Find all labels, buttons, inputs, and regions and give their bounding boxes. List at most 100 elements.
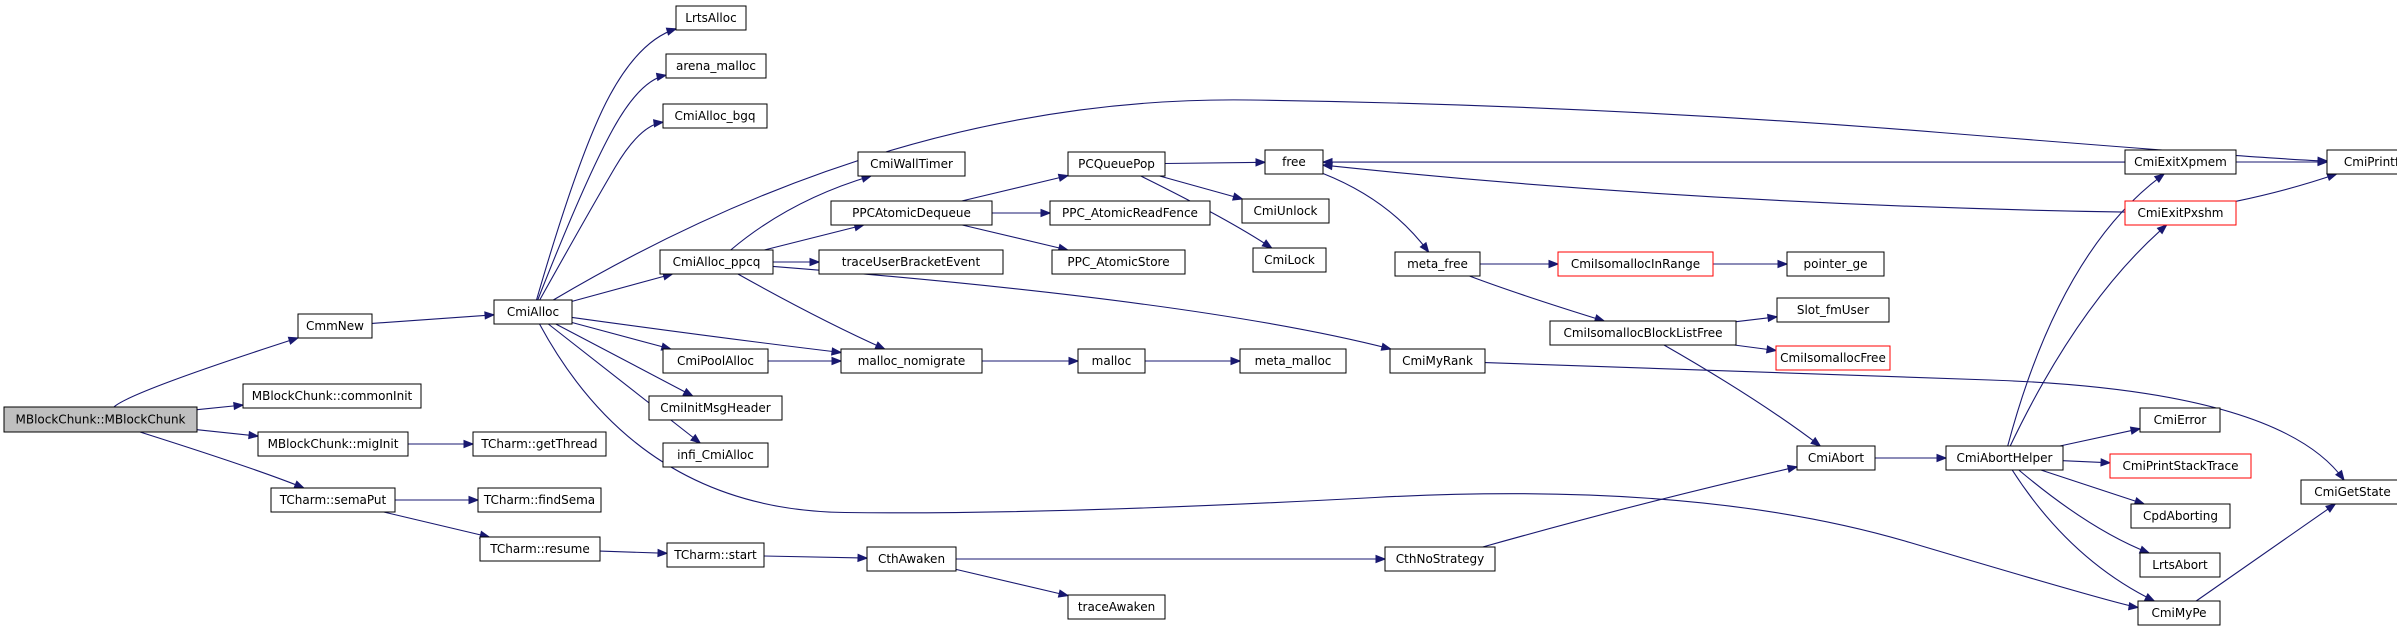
node-label: CmiPoolAlloc bbox=[677, 354, 754, 368]
node-label: TCharm::findSema bbox=[483, 493, 595, 507]
node-cmigetstate[interactable]: CmiGetState bbox=[2300, 479, 2397, 505]
node-cmilock[interactable]: CmiLock bbox=[1252, 247, 1327, 273]
node-box bbox=[1239, 348, 1347, 374]
node-arenamalloc[interactable]: arena_malloc bbox=[665, 53, 767, 79]
edge-cmiabort-to-cmiaborthelper bbox=[1875, 453, 1948, 463]
node-cthnostrategy[interactable]: CthNoStrategy bbox=[1384, 546, 1496, 572]
node-cmiabort[interactable]: CmiAbort bbox=[1796, 445, 1876, 471]
node-mallocnomigrate[interactable]: malloc_nomigrate bbox=[840, 348, 983, 374]
node-cmiallocppcq[interactable]: CmiAlloc_ppcq bbox=[659, 249, 774, 275]
edge-cmiexitpxshm-to-cmiprintf bbox=[2235, 173, 2338, 202]
node-box bbox=[257, 431, 409, 457]
node-free[interactable]: free bbox=[1264, 149, 1324, 175]
edge-line bbox=[2007, 173, 2165, 447]
node-slotfmuser[interactable]: Slot_fmUser bbox=[1776, 297, 1890, 323]
node-traceuserbracket[interactable]: traceUserBracketEvent bbox=[818, 249, 1004, 275]
edge-arrowhead bbox=[1321, 161, 1333, 171]
node-cmiunlock[interactable]: CmiUnlock bbox=[1241, 198, 1330, 224]
node-resume[interactable]: TCharm::resume bbox=[479, 536, 601, 562]
edge-line bbox=[555, 323, 693, 397]
node-getthread[interactable]: TCharm::getThread bbox=[472, 431, 607, 457]
node-label: PPC_AtomicStore bbox=[1067, 255, 1169, 269]
node-cpdaborting[interactable]: CpdAborting bbox=[2130, 503, 2231, 529]
node-metafree[interactable]: meta_free bbox=[1394, 251, 1481, 277]
node-cmiisomallocblocklistfree[interactable]: CmiIsomallocBlockListFree bbox=[1549, 320, 1737, 346]
node-cmiisomallocinrange[interactable]: CmiIsomallocInRange bbox=[1557, 251, 1714, 277]
node-cmiprintf[interactable]: CmiPrintf bbox=[2326, 149, 2397, 175]
edge-line bbox=[1482, 466, 1798, 548]
node-pcqueuepop[interactable]: PCQueuePop bbox=[1067, 151, 1166, 177]
edge-line bbox=[764, 224, 864, 251]
node-cmimype[interactable]: CmiMyPe bbox=[2137, 600, 2221, 626]
edge-arrowhead bbox=[665, 27, 678, 36]
edge-line bbox=[962, 224, 1068, 251]
node-inficmialloc[interactable]: infi_CmiAlloc bbox=[662, 442, 769, 468]
node-malloc[interactable]: malloc bbox=[1077, 348, 1146, 374]
node-cmiaborthelper[interactable]: CmiAbortHelper bbox=[1945, 445, 2064, 471]
node-label: CthNoStrategy bbox=[1396, 552, 1484, 566]
node-label: CmiIsomallocInRange bbox=[1571, 257, 1700, 271]
node-traceawaken[interactable]: traceAwaken bbox=[1067, 594, 1166, 620]
node-cmimyrank[interactable]: CmiMyRank bbox=[1389, 348, 1486, 374]
node-ppcatomicstore[interactable]: PPC_AtomicStore bbox=[1051, 249, 1186, 275]
edge-cmialloc-to-cmipoolalloc bbox=[571, 321, 673, 351]
edge-line bbox=[113, 337, 299, 408]
node-ppcatomicdequeue[interactable]: PPCAtomicDequeue bbox=[830, 200, 993, 226]
node-cmialloc[interactable]: CmiAlloc bbox=[493, 299, 573, 325]
node-label: CmiUnlock bbox=[1253, 204, 1317, 218]
node-cmipoolalloc[interactable]: CmiPoolAlloc bbox=[662, 348, 769, 374]
node-metamalloc[interactable]: meta_malloc bbox=[1239, 348, 1347, 374]
node-cmiprintstacktrace[interactable]: CmiPrintStackTrace bbox=[2109, 453, 2252, 479]
node-label: meta_free bbox=[1407, 257, 1468, 271]
edge-cmiaborthelper-to-cmiexitxpmem bbox=[2007, 173, 2166, 447]
node-tcharmstart[interactable]: TCharm::start bbox=[666, 542, 765, 568]
node-box bbox=[665, 53, 767, 79]
node-miginit[interactable]: MBlockChunk::migInit bbox=[257, 431, 409, 457]
node-semaput[interactable]: TCharm::semaPut bbox=[270, 487, 396, 513]
node-box bbox=[472, 431, 607, 457]
node-cmierror[interactable]: CmiError bbox=[2139, 407, 2221, 433]
node-box bbox=[1051, 249, 1186, 275]
node-commoninit[interactable]: MBlockChunk::commonInit bbox=[242, 383, 422, 409]
edge-arrowhead bbox=[857, 553, 869, 563]
edge-line bbox=[196, 429, 259, 437]
node-lrtsalloc[interactable]: LrtsAlloc bbox=[675, 5, 747, 31]
node-cmmnew[interactable]: CmmNew bbox=[297, 313, 373, 339]
edge-line bbox=[955, 568, 1069, 597]
node-cmiexitpxshm[interactable]: CmiExitPxshm bbox=[2124, 200, 2237, 226]
edge-arrowhead bbox=[1419, 241, 1430, 254]
node-cmiinitmsgheader[interactable]: CmiInitMsgHeader bbox=[648, 395, 783, 421]
node-cmiexitxpmem[interactable]: CmiExitXpmem bbox=[2124, 149, 2237, 175]
edge-line bbox=[571, 316, 842, 354]
edge-line bbox=[2009, 224, 2167, 447]
node-label: free bbox=[1282, 155, 1306, 169]
node-label: CmiPrintf bbox=[2344, 155, 2397, 169]
edge-line bbox=[599, 550, 668, 554]
node-label: traceUserBracketEvent bbox=[842, 255, 981, 269]
node-cmiwalltimer[interactable]: CmiWallTimer bbox=[857, 151, 966, 177]
edge-line bbox=[2011, 469, 2155, 602]
node-label: MBlockChunk::commonInit bbox=[252, 389, 413, 403]
edge-cmiallocppcq-to-mallocnomigrate bbox=[737, 273, 886, 350]
edge-miginit-to-getthread bbox=[408, 439, 475, 449]
edge-cmiaborthelper-to-cmiprintstacktrace bbox=[2062, 458, 2112, 467]
node-label: CmiMyRank bbox=[1402, 354, 1473, 368]
node-cmiallocbgq[interactable]: CmiAlloc_bgq bbox=[662, 103, 768, 129]
node-cthawaken[interactable]: CthAwaken bbox=[866, 546, 957, 572]
edge-arrowhead bbox=[690, 433, 702, 444]
edge-cmmnew-to-cmialloc bbox=[371, 311, 496, 324]
edge-cmiexitpxshm-to-free bbox=[1321, 161, 2126, 213]
edge-arrowhead bbox=[484, 311, 496, 320]
node-label: CmiPrintStackTrace bbox=[2122, 459, 2238, 473]
node-label: CmiInitMsgHeader bbox=[660, 401, 771, 415]
edge-line bbox=[1484, 362, 2345, 481]
node-ppcatomicreadfence[interactable]: PPC_AtomicReadFence bbox=[1049, 200, 1211, 226]
node-label: Slot_fmUser bbox=[1797, 303, 1869, 317]
node-cmiisomallocfree[interactable]: CmiIsomallocFree bbox=[1775, 345, 1891, 371]
node-findsema[interactable]: TCharm::findSema bbox=[477, 487, 602, 513]
edge-arrowhead bbox=[2153, 173, 2166, 183]
node-lrtsabort[interactable]: LrtsAbort bbox=[2139, 552, 2221, 578]
edge-resume-to-tcharmstart bbox=[599, 548, 669, 558]
edge-cmiallocppcq-to-cmimyrank bbox=[772, 265, 1393, 351]
node-pointerge[interactable]: pointer_ge bbox=[1786, 251, 1885, 277]
